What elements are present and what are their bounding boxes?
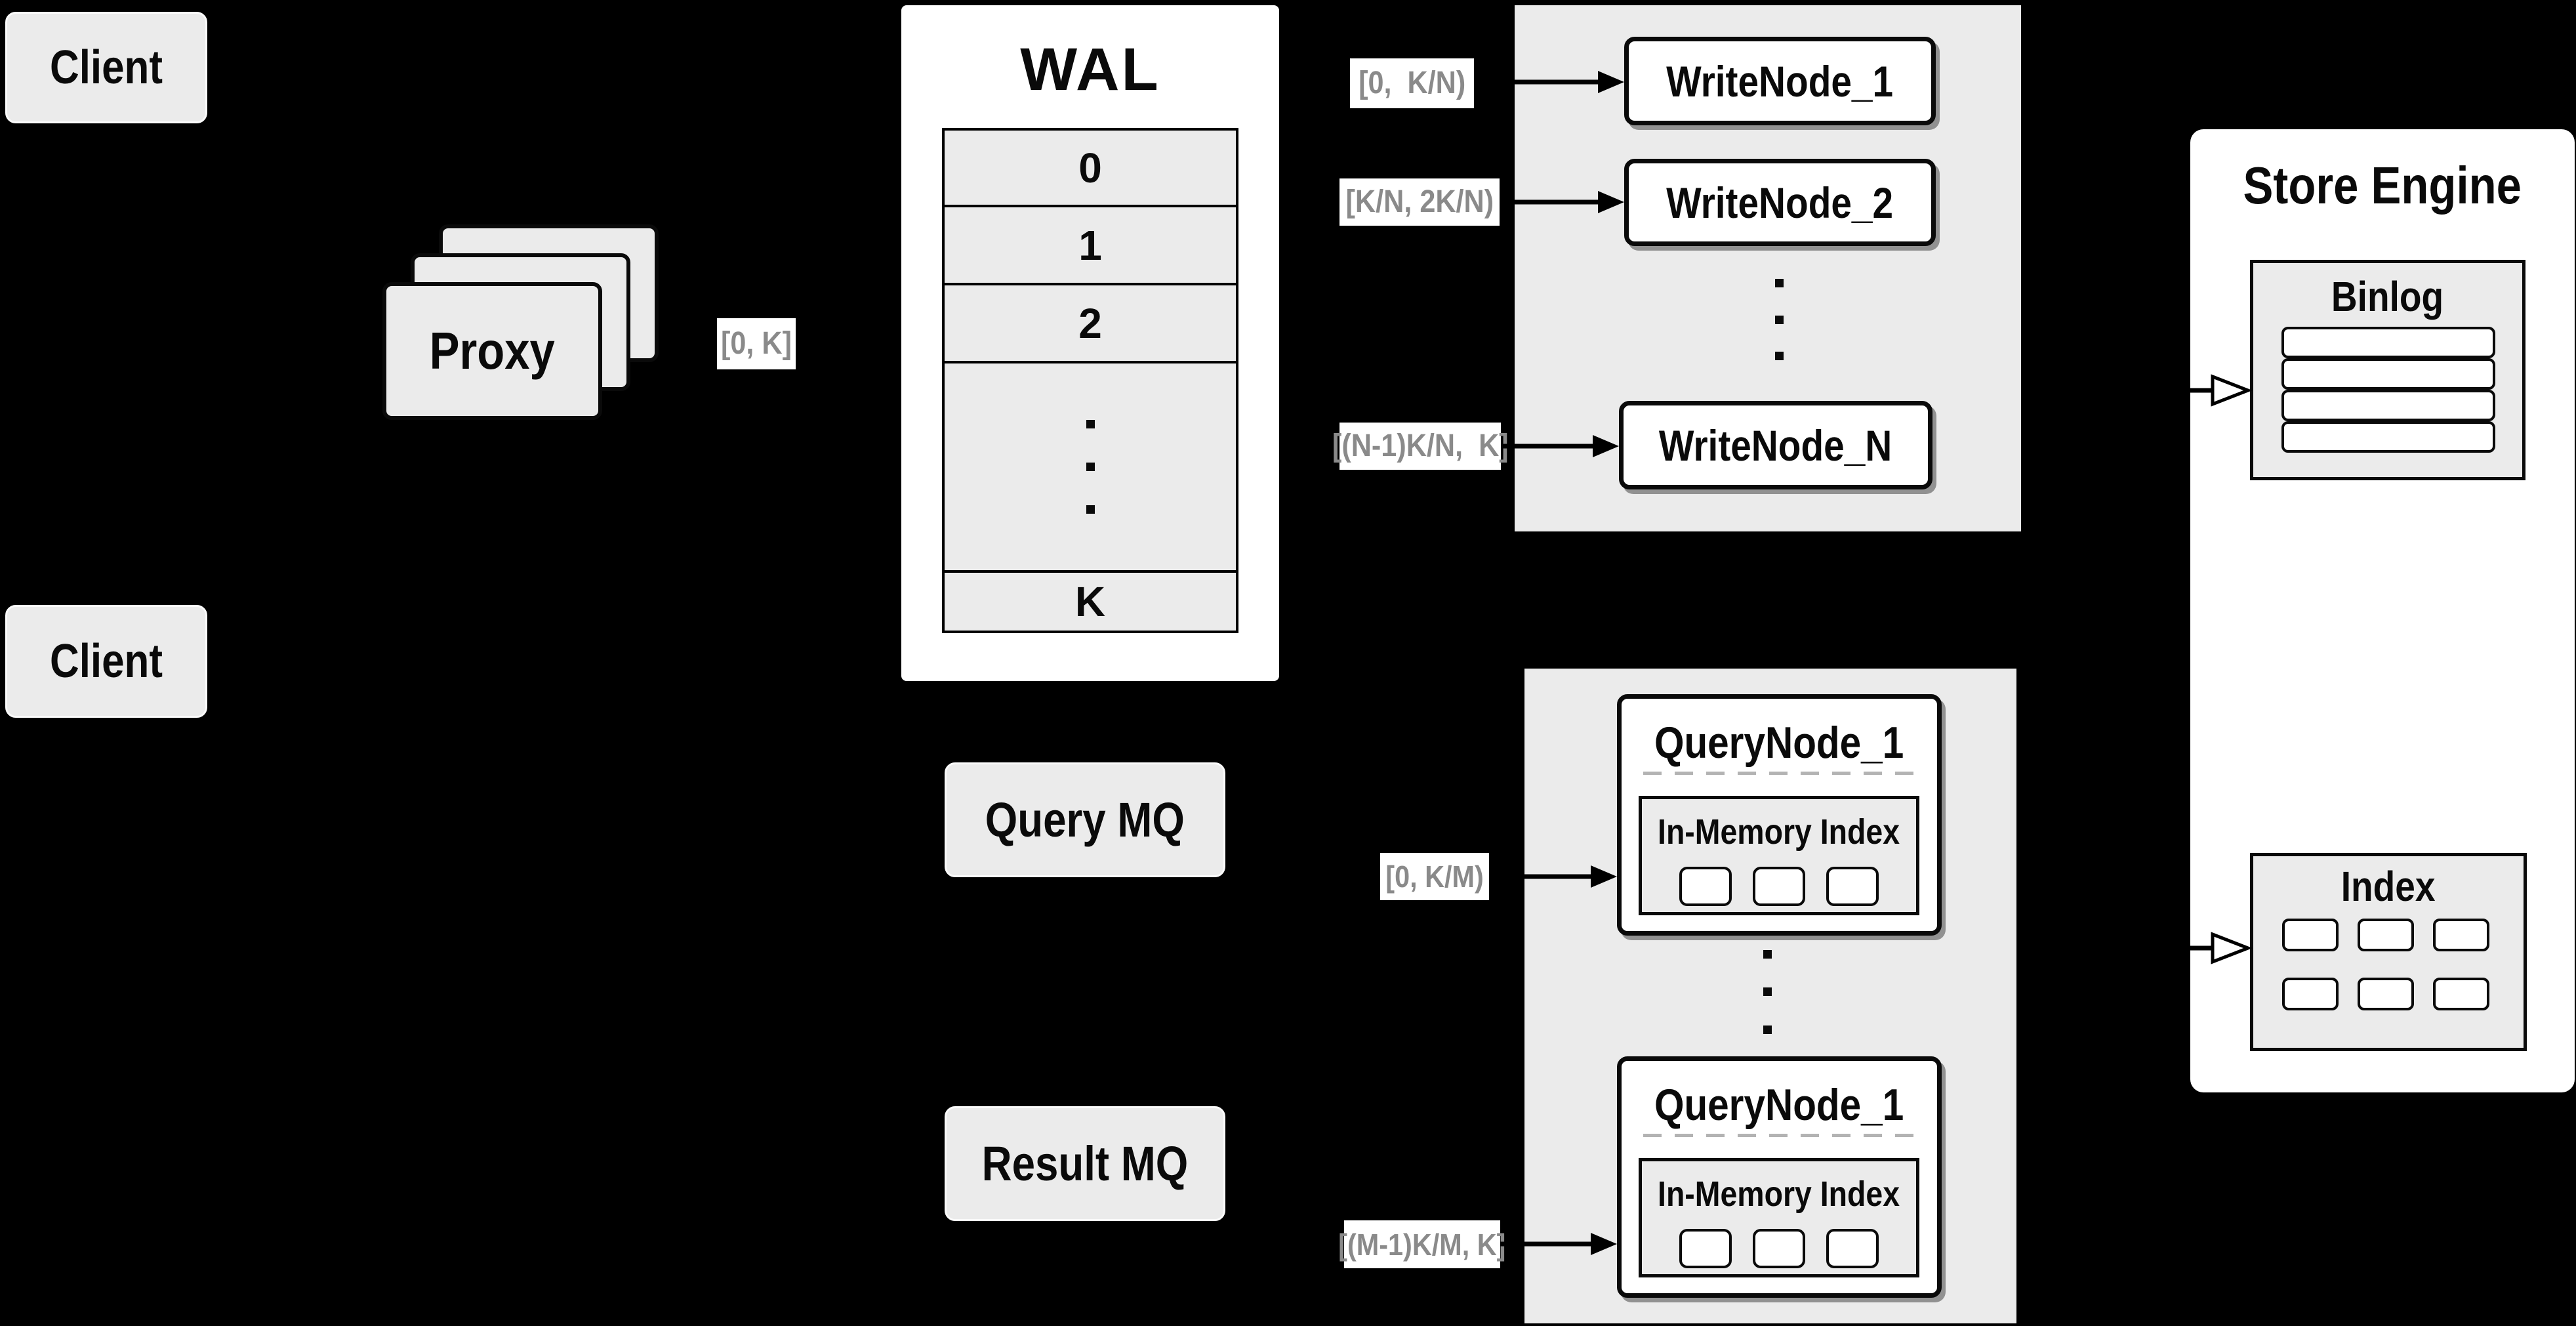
- wal-row-2: 2: [945, 283, 1236, 361]
- index-cell: [2433, 978, 2489, 1010]
- binlog-row: [2281, 390, 2495, 421]
- wal-row-k-text: K: [1074, 578, 1106, 625]
- index-cell: [2282, 978, 2339, 1010]
- proxy-label: Proxy: [429, 321, 556, 380]
- store-engine-title-text: Store Engine: [2243, 155, 2522, 215]
- wal-table: 0 1 2 K: [942, 128, 1238, 633]
- binlog-title-text: Binlog: [2331, 272, 2444, 320]
- write-node-1: WriteNode_1: [1624, 37, 1936, 125]
- query-mq-label: Query MQ: [985, 792, 1185, 847]
- query-range-label-top: [0, K/M): [1380, 853, 1489, 900]
- arrow-to-write-node-n: [1501, 435, 1619, 457]
- in-memory-cell: [1826, 1229, 1879, 1268]
- wal-title: WAL: [901, 37, 1279, 102]
- in-memory-index-box-bottom: In-Memory Index: [1639, 1158, 1919, 1277]
- write-node-2: WriteNode_2: [1624, 159, 1936, 246]
- proxy-card-front: Proxy: [382, 282, 602, 420]
- arrow-to-write-node-1: [1474, 71, 1624, 93]
- client-top-label: Client: [49, 41, 163, 94]
- query-nodes-ellipsis-dot: [1763, 1026, 1772, 1034]
- in-memory-index-title-bottom-text: In-Memory Index: [1658, 1174, 1900, 1214]
- arrow-to-write-node-2: [1500, 191, 1624, 213]
- query-node-bottom-title: QueryNode_1: [1622, 1069, 1937, 1141]
- write-range-label-2: [K/N, 2K/N): [1339, 178, 1500, 226]
- binlog-title: Binlog: [2253, 268, 2522, 324]
- client-bottom-label: Client: [49, 635, 163, 688]
- result-mq-box: Result MQ: [945, 1106, 1225, 1221]
- wal-row-0: 0: [945, 131, 1236, 205]
- wal-row-2-text: 2: [1078, 299, 1102, 347]
- in-memory-index-title-bottom: In-Memory Index: [1642, 1169, 1916, 1218]
- index-box: Index: [2250, 853, 2527, 1051]
- query-nodes-ellipsis-dot: [1763, 987, 1772, 996]
- query-mq-box: Query MQ: [945, 762, 1225, 877]
- wal-ellipsis-dot: [1086, 420, 1095, 428]
- in-memory-cell: [1753, 867, 1805, 906]
- arrow-to-query-node-top: [1489, 865, 1617, 888]
- write-range-n-text: [(N-1)K/N, K]: [1332, 428, 1509, 463]
- wal-box: WAL 0 1 2 K: [901, 5, 1279, 681]
- binlog-row: [2281, 327, 2495, 358]
- write-node-1-label: WriteNode_1: [1666, 56, 1894, 106]
- wal-ellipsis-cell: [945, 361, 1236, 570]
- write-node-n: WriteNode_N: [1619, 401, 1932, 489]
- query-node-bottom-title-text: QueryNode_1: [1654, 1080, 1904, 1130]
- in-memory-cell: [1679, 867, 1732, 906]
- binlog-box: Binlog: [2250, 260, 2525, 480]
- proxy-range-text: [0, K]: [721, 326, 792, 361]
- index-cell: [2282, 919, 2339, 951]
- write-range-label-1: [0, K/N): [1350, 58, 1474, 108]
- write-range-label-n: [(N-1)K/N, K]: [1332, 423, 1508, 470]
- client-bottom-box: Client: [5, 605, 207, 718]
- index-cell: [2358, 978, 2414, 1010]
- binlog-row: [2281, 358, 2495, 390]
- result-mq-label: Result MQ: [981, 1136, 1189, 1191]
- in-memory-cell: [1826, 867, 1879, 906]
- arrow-to-index: [2190, 932, 2253, 964]
- query-range-bottom-text: [(M-1)K/M, K]: [1338, 1227, 1506, 1262]
- in-memory-index-box-top: In-Memory Index: [1639, 796, 1919, 915]
- binlog-row: [2281, 421, 2495, 453]
- store-engine-title: Store Engine: [2190, 148, 2575, 223]
- write-nodes-ellipsis-dot: [1775, 352, 1784, 360]
- in-memory-index-title-top: In-Memory Index: [1642, 807, 1916, 856]
- query-node-top-title-text: QueryNode_1: [1654, 718, 1904, 768]
- in-memory-cell: [1753, 1229, 1805, 1268]
- write-node-2-label: WriteNode_2: [1666, 178, 1894, 227]
- wal-ellipsis-dot: [1086, 463, 1095, 471]
- wal-title-text: WAL: [1020, 36, 1160, 103]
- proxy-range-label: [0, K]: [717, 318, 796, 369]
- write-range-2-text: [K/N, 2K/N): [1345, 184, 1494, 219]
- index-cell: [2433, 919, 2489, 951]
- query-range-top-text: [0, K/M): [1385, 860, 1484, 894]
- write-nodes-ellipsis-dot: [1775, 279, 1784, 287]
- wal-row-1-text: 1: [1078, 221, 1102, 269]
- index-title-text: Index: [2341, 863, 2436, 910]
- query-range-label-bottom: [(M-1)K/M, K]: [1338, 1220, 1506, 1268]
- query-node-top-title: QueryNode_1: [1622, 707, 1937, 779]
- proxy-stack: Proxy: [382, 224, 659, 420]
- write-node-n-label: WriteNode_N: [1659, 421, 1892, 470]
- in-memory-cell: [1679, 1229, 1732, 1268]
- store-engine-box: Store Engine Binlog Index: [2190, 129, 2575, 1092]
- wal-ellipsis-dot: [1086, 505, 1095, 514]
- in-memory-index-title-top-text: In-Memory Index: [1658, 812, 1900, 852]
- write-nodes-ellipsis-dot: [1775, 316, 1784, 324]
- arrow-to-query-node-bottom: [1500, 1233, 1617, 1255]
- wal-row-0-text: 0: [1078, 144, 1102, 192]
- write-range-1-text: [0, K/N): [1358, 66, 1466, 100]
- wal-row-1: 1: [945, 205, 1236, 283]
- index-cell: [2358, 919, 2414, 951]
- client-top-box: Client: [5, 12, 207, 123]
- wal-row-k: K: [945, 570, 1236, 631]
- query-node-bottom-divider: [1643, 1134, 1915, 1137]
- arrow-to-binlog: [2190, 374, 2253, 407]
- query-node-top-divider: [1643, 772, 1915, 775]
- query-nodes-ellipsis-dot: [1763, 950, 1772, 959]
- index-title: Index: [2253, 860, 2524, 913]
